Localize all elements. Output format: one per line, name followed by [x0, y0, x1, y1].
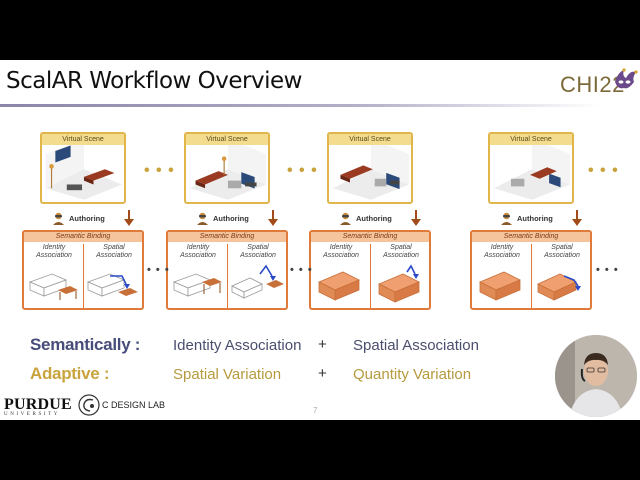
plus-sign: + — [318, 336, 327, 353]
identity-association-label: Identity Association — [323, 244, 359, 259]
summary-layer: Semantically : Identity Association + Sp… — [0, 60, 640, 420]
semantic-binding-box: Semantic Binding Identity Association Sp… — [22, 230, 144, 310]
sofa-orange-illustration — [318, 271, 360, 301]
chi-logo-text: CHI22 — [560, 72, 625, 97]
ellipsis-bottom-3: • • • — [596, 264, 619, 276]
virtual-scene-header: Virtual Scene — [329, 134, 411, 145]
identity-association-label: Identity Association — [36, 244, 72, 259]
page-number: 7 — [313, 406, 318, 415]
sofa-table-outline-illustration — [172, 273, 222, 297]
semantic-binding-divider — [83, 244, 84, 308]
authoring-step: Authoring — [339, 210, 439, 226]
semantic-binding-divider — [531, 244, 532, 308]
slide-title: ScalAR Workflow Overview — [6, 68, 302, 94]
down-arrow-icon — [572, 210, 582, 226]
virtual-scene-box: Virtual Scene — [184, 132, 270, 204]
semantic-binding-header: Semantic Binding — [24, 232, 142, 242]
down-arrow-icon — [124, 210, 134, 226]
authoring-label: Authoring — [69, 214, 105, 223]
spatial-association-label: Spatial Association — [240, 244, 276, 259]
title-underline — [0, 104, 600, 107]
purdue-university-logo: PURDUE UNIVERSITY — [4, 396, 74, 418]
semantic-binding-box: Semantic Binding Identity Association Sp… — [309, 230, 431, 310]
jester-mask-icon — [615, 68, 638, 89]
virtual-scene-box: Virtual Scene — [327, 132, 413, 204]
vr-headset-user-icon — [197, 212, 208, 225]
chi-conference-logo: CHI22 — [558, 66, 638, 102]
identity-association-label: Identity Association — [180, 244, 216, 259]
spatial-association-label: Spatial Association — [96, 244, 132, 259]
authoring-label: Authoring — [356, 214, 392, 223]
presentation-slide: ScalAR Workflow Overview CHI22 Virtual S… — [0, 60, 640, 420]
vr-headset-user-icon — [501, 212, 512, 225]
down-arrow-icon — [411, 210, 421, 226]
living-room-scene-illustration — [45, 145, 123, 200]
down-arrow-icon — [268, 210, 278, 226]
authoring-label: Authoring — [517, 214, 553, 223]
spatial-variation-text: Spatial Variation — [173, 366, 282, 383]
living-room-scene-illustration — [493, 145, 571, 200]
spatial-association-text: Spatial Association — [353, 337, 479, 354]
semantic-binding-header: Semantic Binding — [311, 232, 429, 242]
virtual-scene-header: Virtual Scene — [490, 134, 572, 145]
living-room-scene-illustration — [189, 145, 267, 200]
c-design-lab-logo: C DESIGN LAB — [78, 394, 165, 418]
authoring-step: Authoring — [52, 210, 152, 226]
purdue-logo-text: PURDUE — [4, 396, 72, 413]
sofa-table-outline-illustration — [28, 273, 78, 300]
authoring-label: Authoring — [213, 214, 249, 223]
ellipsis-bottom-1: • • • — [147, 264, 170, 276]
vr-headset-user-icon — [340, 212, 351, 225]
virtual-scene-box: Virtual Scene — [40, 132, 126, 204]
semantic-binding-divider — [227, 244, 228, 308]
spatial-association-label: Spatial Association — [383, 244, 419, 259]
c-design-lab-text: C DESIGN LAB — [102, 400, 166, 410]
adaptive-label: Adaptive : — [30, 364, 110, 383]
purdue-logo-subtext: UNIVERSITY — [4, 412, 60, 417]
sofa-orange-spatial-illustration — [537, 273, 581, 301]
sofa-orange-spatial-illustration — [378, 264, 420, 303]
semantically-label: Semantically : — [30, 335, 141, 354]
semantic-binding-box: Semantic Binding Identity Association Sp… — [166, 230, 288, 310]
authoring-step: Authoring — [500, 210, 600, 226]
ellipsis-bottom-2: • • • — [290, 264, 313, 276]
spatial-association-label: Spatial Association — [544, 244, 580, 259]
quantity-variation-text: Quantity Variation — [353, 366, 472, 383]
semantic-binding-divider — [370, 244, 371, 308]
semantic-binding-header: Semantic Binding — [472, 232, 590, 242]
virtual-scene-header: Virtual Scene — [42, 134, 124, 145]
plus-sign: + — [318, 365, 327, 382]
presenter-webcam — [555, 335, 637, 417]
authoring-step: Authoring — [196, 210, 296, 226]
virtual-scene-box: Virtual Scene — [488, 132, 574, 204]
living-room-scene-illustration — [332, 145, 410, 200]
vr-headset-user-icon — [53, 212, 64, 225]
sofa-orange-illustration — [479, 271, 521, 301]
ellipsis-top-2: • • • — [287, 162, 318, 179]
presenter-video-thumbnail — [555, 335, 637, 417]
identity-association-text: Identity Association — [173, 337, 302, 354]
identity-association-label: Identity Association — [484, 244, 520, 259]
semantic-binding-header: Semantic Binding — [168, 232, 286, 242]
ellipsis-top-3: • • • — [588, 162, 619, 179]
ellipsis-top-1: • • • — [144, 162, 175, 179]
sofa-table-spatial-illustration — [86, 273, 138, 297]
virtual-scene-header: Virtual Scene — [186, 134, 268, 145]
sofa-table-spatial-illustration — [231, 264, 284, 299]
c-design-lab-mark-icon — [78, 394, 100, 416]
semantic-binding-box: Semantic Binding Identity Association Sp… — [470, 230, 592, 310]
